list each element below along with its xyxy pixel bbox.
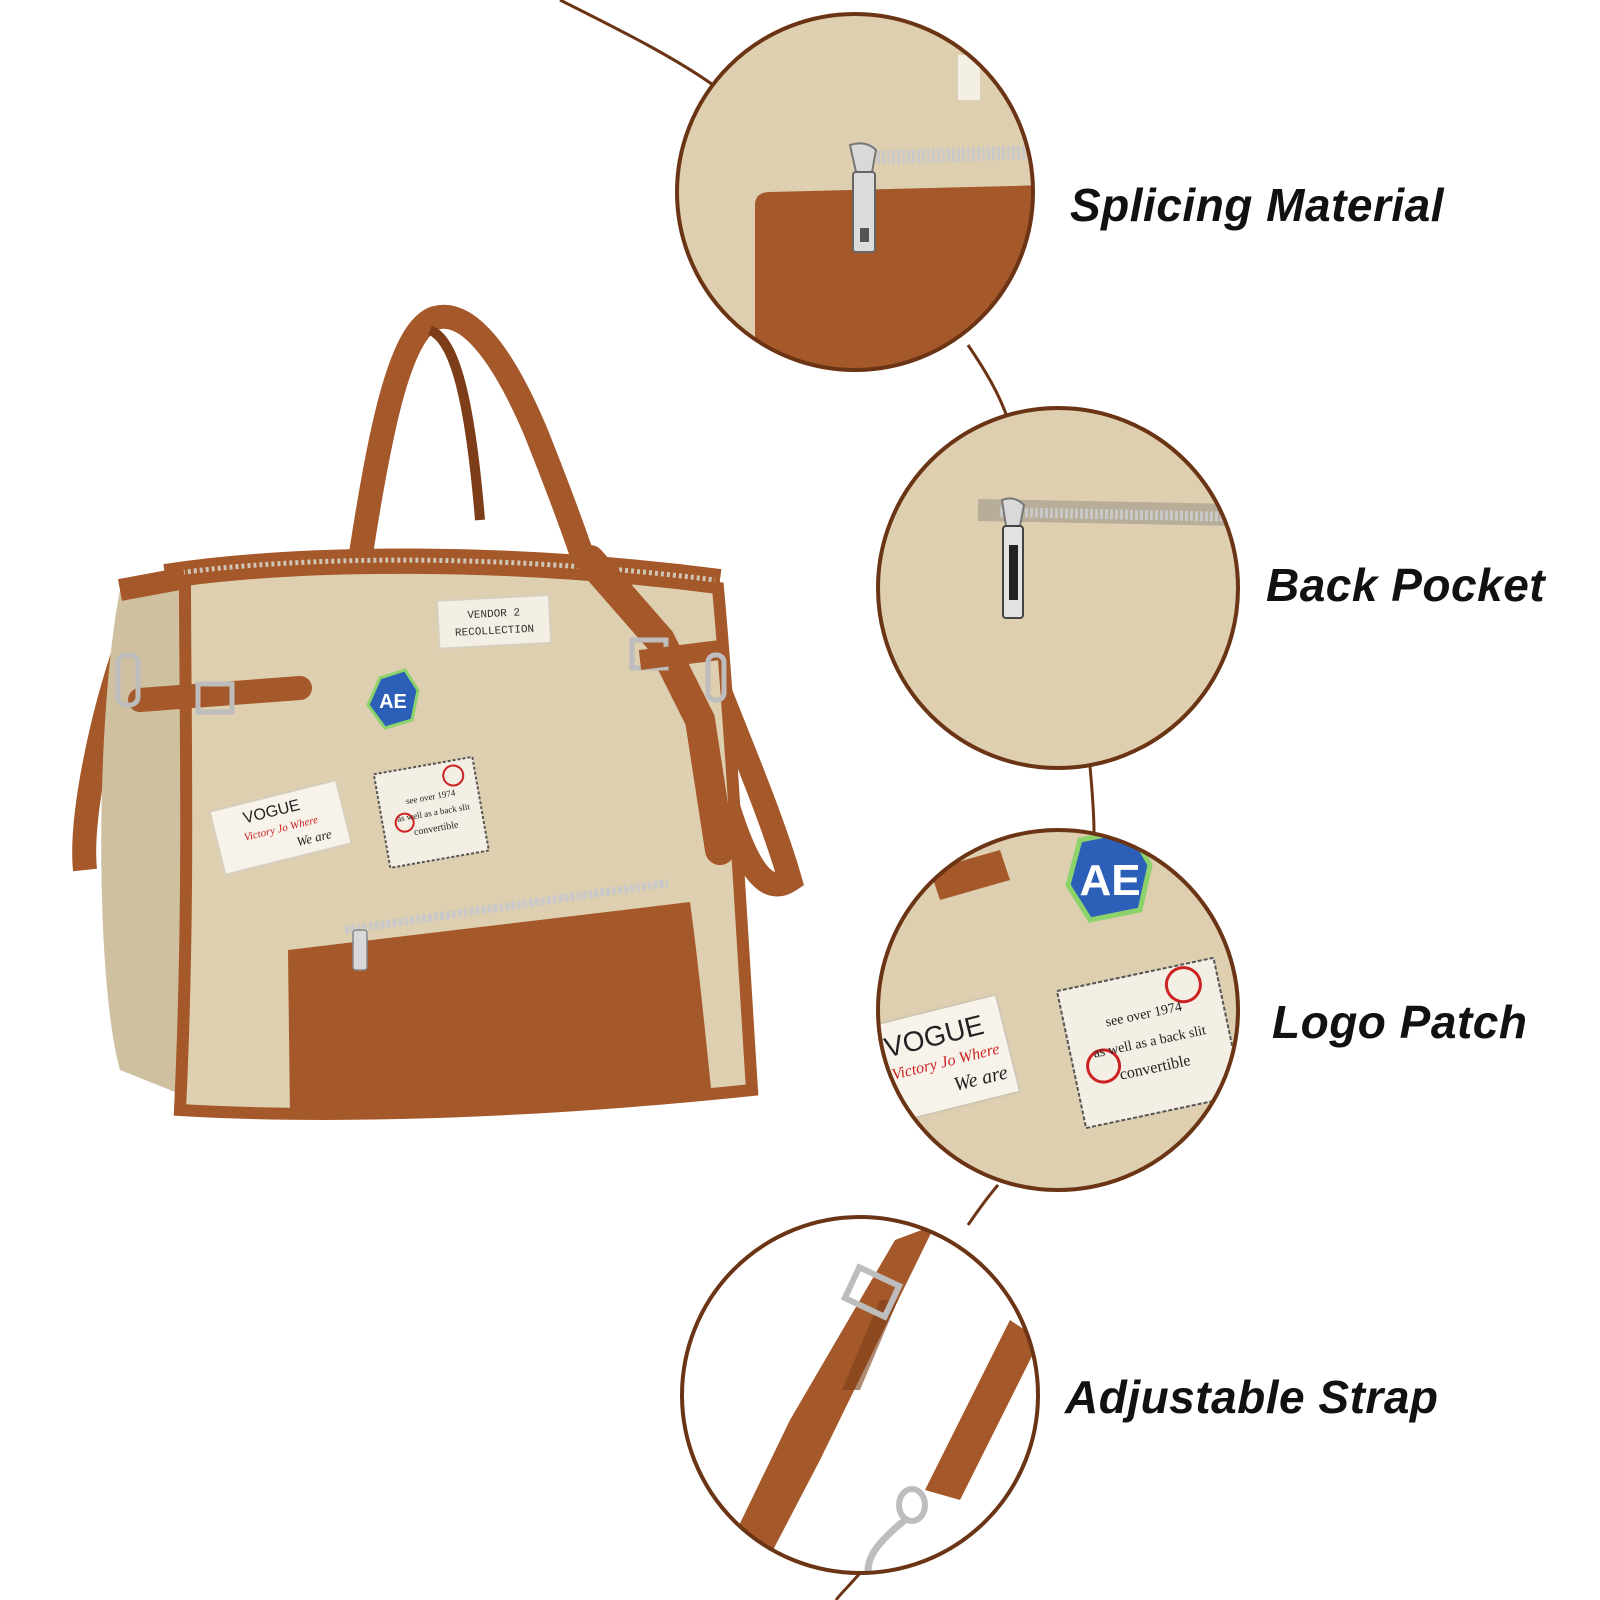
vendor-patch-line2: RECOLLECTION bbox=[455, 624, 535, 640]
ae-badge-zoom-text: AE bbox=[1079, 856, 1140, 905]
feature-label-back-pocket: Back Pocket bbox=[1266, 559, 1546, 611]
feature-label-logo-patch: Logo Patch bbox=[1272, 996, 1528, 1048]
ae-badge-text: AE bbox=[379, 691, 407, 713]
detail-circle-back-pocket bbox=[876, 406, 1240, 770]
handbag-image: VENDOR 2 RECOLLECTION AE VOGUE Victory J… bbox=[72, 304, 804, 1120]
feature-label-adjustable-strap: Adjustable Strap bbox=[1065, 1371, 1439, 1423]
detail-circle-logo-patch: AE VOGUE Victory Jo Where We are see ove… bbox=[876, 828, 1240, 1192]
ae-badge: AE bbox=[366, 668, 420, 730]
detail-circle-adjustable-strap bbox=[680, 1215, 1040, 1575]
detail-circle-splicing bbox=[675, 12, 1035, 372]
vendor-patch-line1: VENDOR 2 bbox=[467, 607, 520, 622]
connector-lines bbox=[559, 0, 1096, 1600]
feature-label-splicing-material: Splicing Material bbox=[1070, 179, 1445, 231]
